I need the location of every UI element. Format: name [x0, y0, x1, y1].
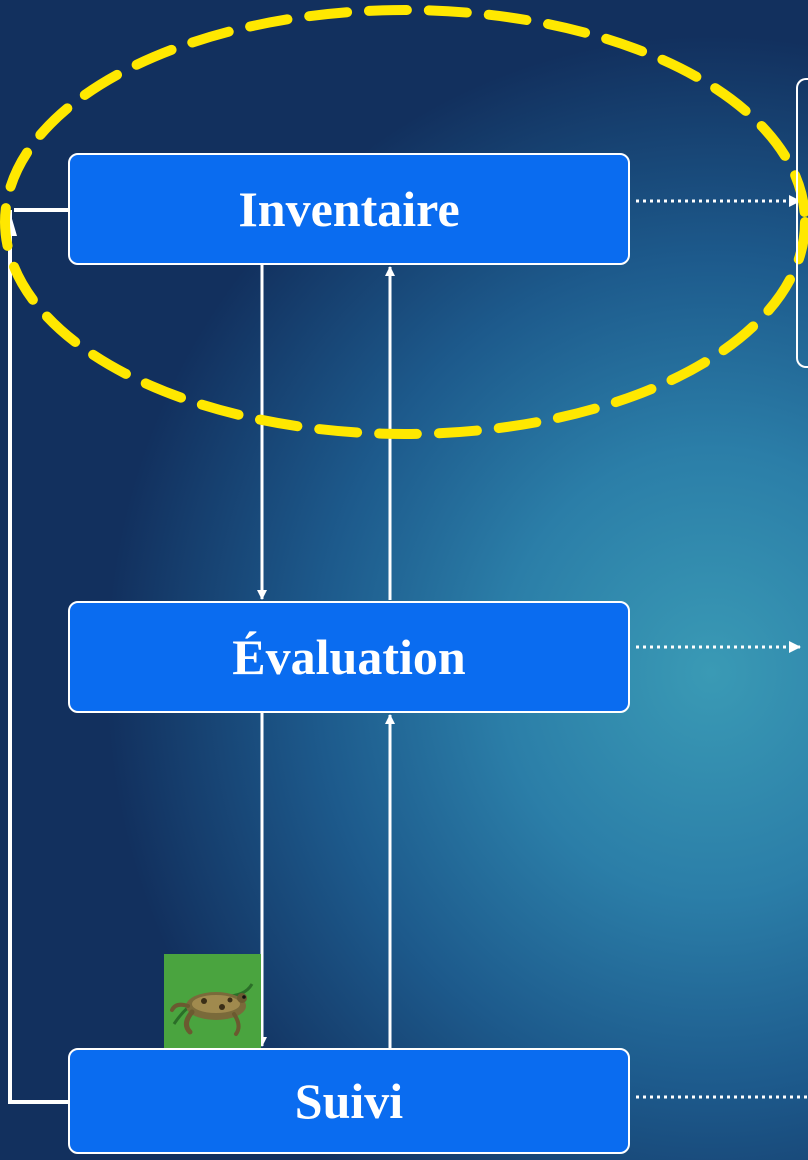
right-panel-edge — [796, 78, 808, 368]
evaluation-box[interactable]: Évaluation — [68, 601, 630, 713]
inventaire-box[interactable]: Inventaire — [68, 153, 630, 265]
suivi-label: Suivi — [294, 1073, 404, 1129]
frog-image — [164, 954, 261, 1048]
evaluation-label: Évaluation — [232, 629, 466, 685]
arrow-suivi-to-inventaire-loop — [8, 210, 68, 1104]
highlight-ellipse — [0, 5, 808, 439]
suivi-box[interactable]: Suivi — [68, 1048, 630, 1154]
inventaire-label: Inventaire — [238, 181, 460, 237]
